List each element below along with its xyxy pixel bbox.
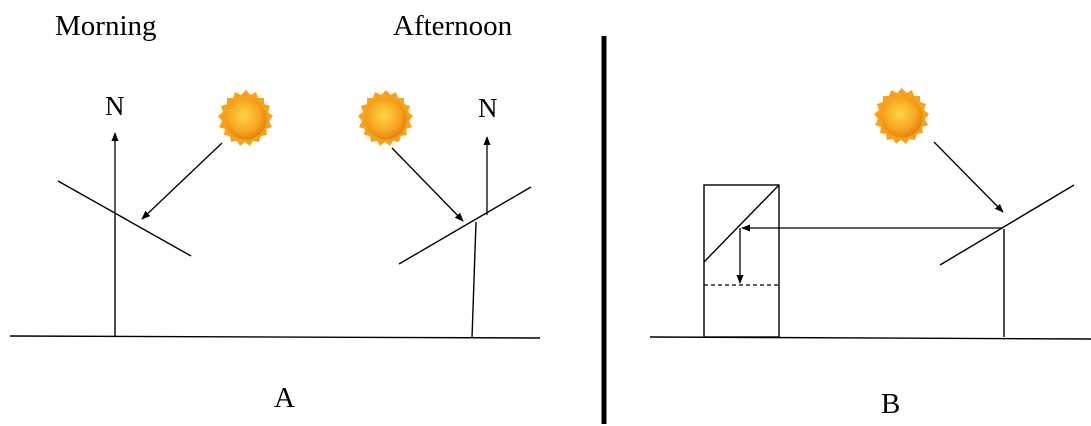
afternoon-label: Afternoon [393, 10, 513, 42]
mirror-afternoon [398, 186, 532, 265]
receiver-mirror [703, 184, 780, 263]
panel-a-label: A [274, 382, 295, 414]
sun-icon [358, 90, 413, 146]
north-label-morning: N [105, 91, 125, 121]
gnomon-post-afternoon [471, 221, 477, 339]
ground-line-a [9, 335, 541, 339]
sun-icon [218, 90, 273, 146]
sun-icon [874, 88, 929, 144]
north-label-afternoon: N [478, 93, 498, 123]
mirror-morning [57, 180, 192, 257]
sun-ray-b [933, 141, 1004, 213]
panel-b: B [649, 88, 1091, 420]
morning-label: Morning [55, 10, 157, 42]
reflector-mirror [939, 184, 1075, 266]
panel-a: Morning Afternoon N N A [9, 10, 541, 414]
sun-ray-morning [141, 142, 223, 220]
receiver-box [703, 184, 780, 338]
panel-b-label: B [881, 388, 900, 420]
sun-ray-afternoon [391, 147, 464, 222]
